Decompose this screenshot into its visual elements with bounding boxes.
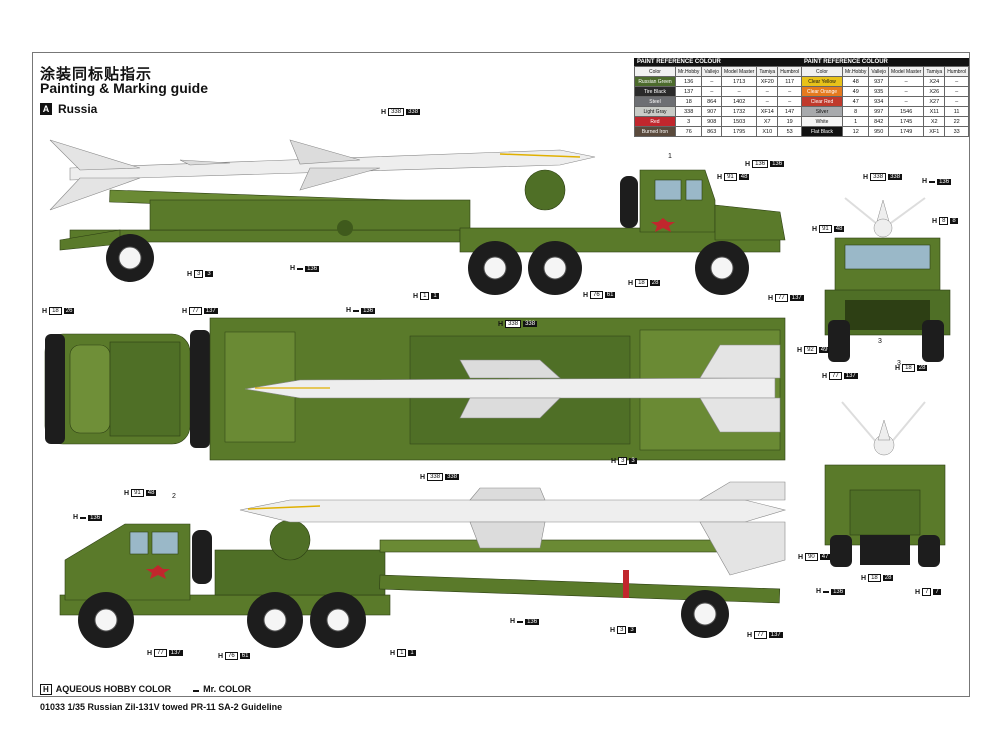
paint-code-cell: 76 — [674, 126, 703, 137]
paint-table-caption: PAINT REFERENCE COLOUR — [634, 58, 803, 66]
decal-number-1: 1 — [668, 153, 672, 160]
scheme-name: Russia — [58, 102, 98, 116]
paint-table-caption: PAINT REFERENCE COLOUR — [801, 58, 970, 66]
title-chinese: 涂装同标贴指示 — [40, 66, 153, 83]
paint-code-cell: 1795 — [721, 126, 758, 137]
decal-number-3-front-b: 3 — [897, 360, 901, 367]
kit-title: 01033 1/35 Russian Zil-131V towed PR-11 … — [40, 702, 283, 712]
instruction-sheet-border — [32, 52, 970, 697]
scheme-letter-badge: A — [40, 103, 52, 115]
rear-view — [824, 401, 946, 567]
scheme-label: A Russia — [40, 102, 97, 116]
front-view — [824, 197, 951, 362]
paint-code-cell: 33 — [944, 126, 970, 137]
side-view-left — [49, 139, 786, 295]
title-english: Painting & Marking guide — [40, 80, 209, 96]
side-view-right — [59, 481, 787, 648]
paint-code-cell: 12 — [841, 126, 870, 137]
plan-view — [44, 317, 786, 461]
decal-number-2: 2 — [172, 493, 176, 500]
decal-number-3-front: 3 — [878, 338, 882, 345]
legend-mr-color: Mr. COLOR — [193, 684, 251, 695]
paint-code-cell: 1749 — [888, 126, 925, 137]
